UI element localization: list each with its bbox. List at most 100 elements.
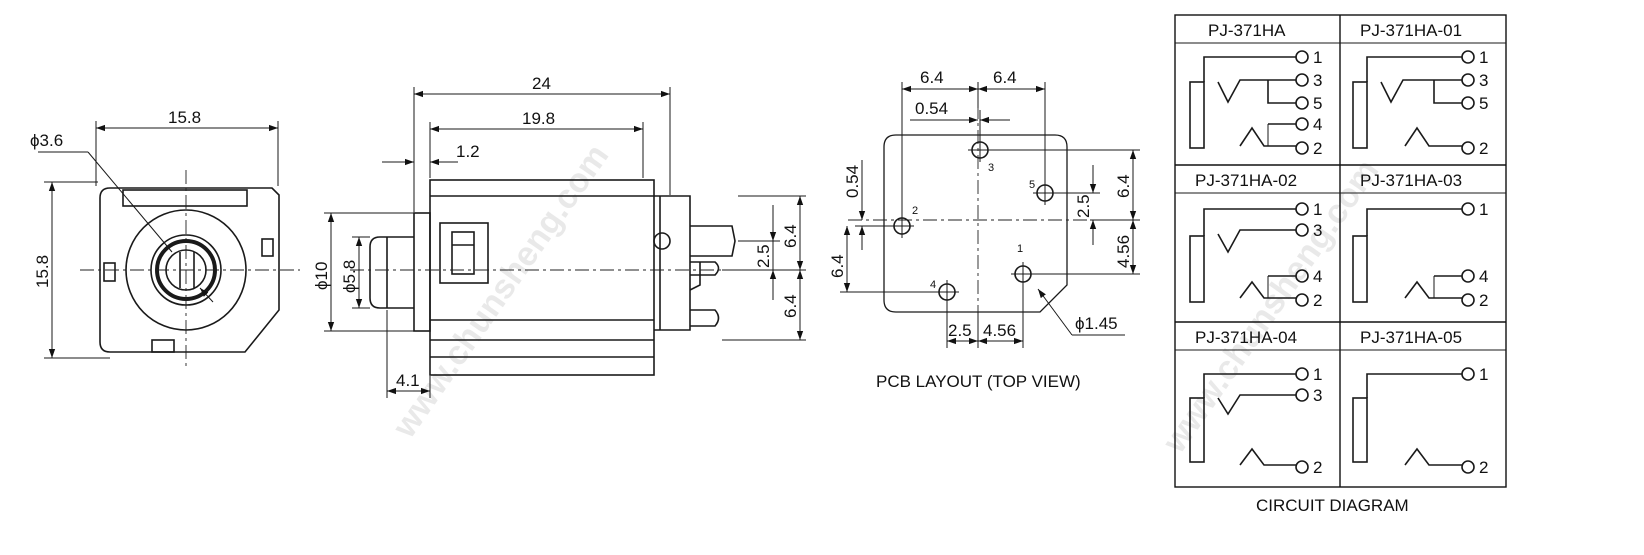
inner-diameter-label: ϕ5.8 bbox=[340, 260, 359, 293]
pcb-right-mid-label: 2.5 bbox=[1074, 194, 1093, 218]
front-right-tab bbox=[261, 238, 274, 257]
terminal-top bbox=[690, 225, 736, 257]
nose-length-label: 4.1 bbox=[396, 371, 420, 390]
circuit-cell: 1 3 5 4 2 bbox=[1189, 48, 1322, 158]
pcb-layout-caption: PCB LAYOUT (TOP VIEW) bbox=[876, 372, 1081, 391]
front-width-label: 15.8 bbox=[168, 108, 201, 127]
pcb-pin-number: 2 bbox=[912, 205, 918, 217]
pin-terminal bbox=[1295, 96, 1309, 110]
front-hole-diameter-label: ϕ3.6 bbox=[30, 131, 63, 150]
sleeve-contact bbox=[1189, 81, 1205, 149]
pin-number: 1 bbox=[1479, 365, 1488, 384]
rear-frame bbox=[654, 195, 691, 331]
pcb-pin-number: 4 bbox=[930, 279, 936, 291]
outer-diameter-label: ϕ10 bbox=[312, 262, 331, 290]
pin-number: 3 bbox=[1313, 71, 1322, 90]
ring-switch bbox=[1404, 280, 1462, 299]
pin-terminal bbox=[1295, 202, 1309, 216]
tip-wire bbox=[1366, 373, 1462, 398]
circuit-model-label: PJ-371HA-05 bbox=[1360, 328, 1462, 347]
side-body bbox=[429, 179, 655, 376]
pin-number: 4 bbox=[1313, 115, 1322, 134]
sleeve-contact bbox=[1189, 235, 1205, 303]
pcb-offset-left-label: 0.54 bbox=[843, 165, 862, 198]
pin-terminal bbox=[1461, 269, 1475, 283]
circuit-cell: 1 3 4 2 bbox=[1189, 200, 1322, 310]
pcb-outline bbox=[883, 134, 1068, 313]
pin-number: 2 bbox=[1313, 458, 1322, 477]
flange-gap-label: 1.2 bbox=[456, 142, 480, 161]
pcb-right-bottom-label: 4.56 bbox=[1114, 235, 1133, 268]
circuit-model-label: PJ-371HA-04 bbox=[1195, 328, 1297, 347]
tip-switch bbox=[1217, 79, 1296, 104]
pin-pitch-top-label: 6.4 bbox=[781, 224, 800, 248]
pin-number: 1 bbox=[1479, 48, 1488, 67]
sleeve-contact bbox=[1352, 235, 1368, 303]
circuit-model-label: PJ-371HA-01 bbox=[1360, 21, 1462, 40]
tip-wire bbox=[1366, 208, 1462, 236]
pin-terminal bbox=[1295, 50, 1309, 64]
pin-terminal bbox=[1295, 73, 1309, 87]
latch bbox=[451, 231, 475, 275]
pin-number: 4 bbox=[1313, 267, 1322, 286]
hole-leader bbox=[87, 151, 173, 253]
pin-number: 5 bbox=[1313, 94, 1322, 113]
pin-number: 2 bbox=[1313, 139, 1322, 158]
pcb-top-left-label: 6.4 bbox=[920, 68, 944, 87]
overall-length-label: 24 bbox=[532, 74, 551, 93]
pin-terminal bbox=[1295, 141, 1309, 155]
terminal-mid bbox=[690, 261, 720, 276]
pin-terminal bbox=[1461, 141, 1475, 155]
pcb-pin-number: 1 bbox=[1017, 243, 1023, 255]
normal-contact bbox=[1267, 80, 1296, 104]
pin-number: 1 bbox=[1313, 365, 1322, 384]
sleeve-contact bbox=[1352, 397, 1368, 463]
pin-number: 1 bbox=[1313, 48, 1322, 67]
circuit-cell: 1 2 bbox=[1352, 365, 1488, 477]
normal-contact bbox=[1433, 80, 1462, 104]
pin-offset-label: 2.5 bbox=[754, 244, 773, 268]
tip-switch bbox=[1380, 79, 1462, 104]
pin-terminal bbox=[1461, 367, 1475, 381]
circuit-diagram: PJ-371HA PJ-371HA-01 PJ-371HA-02 PJ-371H… bbox=[1174, 14, 1507, 515]
pin-terminal bbox=[1295, 223, 1309, 237]
tip-switch bbox=[1217, 229, 1296, 254]
front-left-tab bbox=[103, 262, 116, 282]
side-view: 24 19.8 1.2 ϕ10 ϕ5.8 4.1 6.4 2.5 bbox=[312, 74, 806, 398]
front-view: ϕ3.6 15.8 15.8 bbox=[30, 108, 300, 370]
pin-terminal bbox=[1461, 202, 1475, 216]
ring-switch bbox=[1239, 126, 1296, 147]
pin-terminal bbox=[1295, 269, 1309, 283]
tip-wire bbox=[1203, 56, 1296, 82]
pin-number: 1 bbox=[1313, 200, 1322, 219]
latch-window bbox=[439, 222, 489, 284]
pin-terminal bbox=[1461, 96, 1475, 110]
pin-number: 3 bbox=[1479, 71, 1488, 90]
pcb-bottom-left-label: 2.5 bbox=[948, 321, 972, 340]
circuit-model-label: PJ-371HA bbox=[1208, 21, 1286, 40]
front-bottom-tab bbox=[151, 339, 175, 353]
front-height-label: 15.8 bbox=[33, 255, 52, 288]
front-body-outline bbox=[99, 187, 280, 353]
pcb-left-height-label: 6.4 bbox=[828, 254, 847, 278]
front-top-slot bbox=[122, 189, 248, 207]
hole-leader bbox=[1037, 288, 1073, 336]
terminal-hole bbox=[653, 232, 671, 250]
pcb-right-top-label: 6.4 bbox=[1114, 174, 1133, 198]
pcb-pin-number: 5 bbox=[1029, 179, 1035, 191]
terminal-lead bbox=[689, 262, 701, 291]
pin-terminal bbox=[1295, 388, 1309, 402]
pcb-top-right-label: 6.4 bbox=[993, 68, 1017, 87]
ring-switch bbox=[1404, 126, 1462, 147]
circuit-diagram-caption: CIRCUIT DIAGRAM bbox=[1256, 496, 1409, 515]
pin-terminal bbox=[1461, 293, 1475, 307]
nose-outline bbox=[369, 236, 414, 309]
pcb-offset-top-label: 0.54 bbox=[915, 99, 948, 118]
pin-number: 2 bbox=[1479, 291, 1488, 310]
circuit-cell: 1 4 2 bbox=[1352, 200, 1488, 310]
pin-terminal bbox=[1461, 50, 1475, 64]
pcb-bottom-right-label: 4.56 bbox=[983, 321, 1016, 340]
pin-number: 2 bbox=[1313, 291, 1322, 310]
circuit-model-label: PJ-371HA-02 bbox=[1195, 171, 1297, 190]
